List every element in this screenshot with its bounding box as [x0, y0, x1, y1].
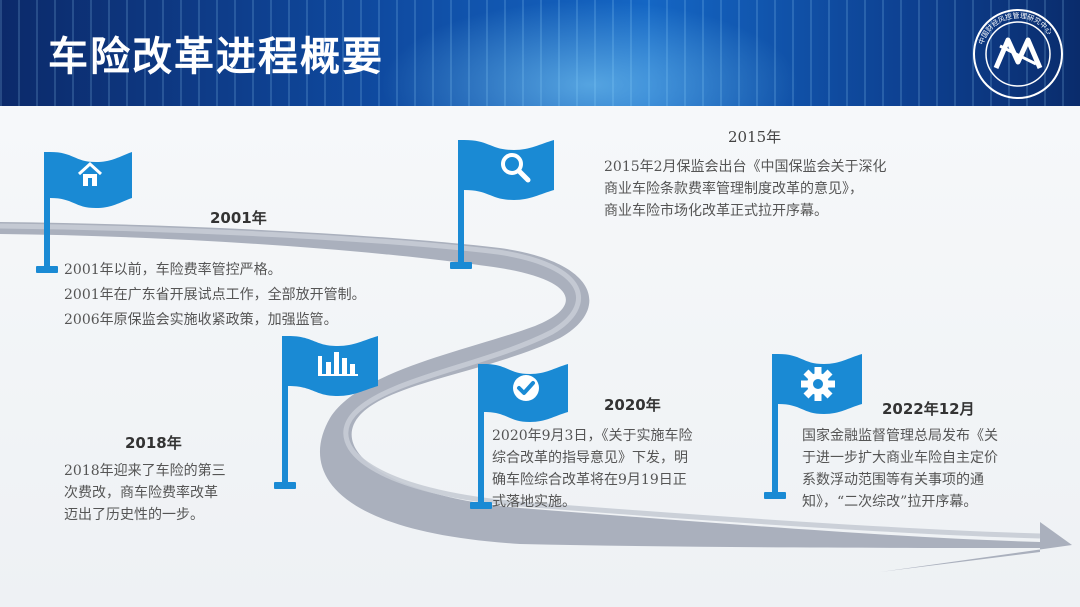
desc-line: 2001年以前，车险费率管控严格。 [64, 262, 282, 278]
logo: 中国财经风控管理研究中心 [973, 9, 1063, 99]
milestone-desc-2020: 2020年9月3日，《关于实施车险 综合改革的指导意见》下发，明 确车险综合改革… [492, 425, 692, 513]
desc-line: 商业车险条款费率管理制度改革的意见》， [604, 181, 863, 197]
milestone-flag-2022 [764, 354, 862, 499]
page-title: 车险改革进程概要 [48, 34, 384, 80]
desc-line: 2001年在广东省开展试点工作，全部放开管制。 [64, 287, 366, 303]
year-label-2015: 2015年 [728, 128, 782, 146]
desc-line: 国家金融监督管理总局发布《关 [802, 428, 998, 444]
milestone-flag-2018 [274, 336, 378, 489]
milestone-flag-2020 [470, 364, 568, 509]
desc-line: 次费改，商车险费率改革 [64, 485, 218, 501]
year-label-2020: 2020年 [604, 396, 661, 414]
bar-chart-icon [318, 352, 358, 376]
desc-line: 于进一步扩大商业车险自主定价 [802, 450, 998, 466]
desc-line: 知》，“二次综改”拉开序幕。 [802, 494, 978, 510]
road-highlight [0, 223, 1041, 539]
desc-line: 2018年迎来了车险的第三 [64, 463, 226, 479]
desc-line: 2015年2月保监会出台《中国保监会关于深化 [604, 159, 887, 175]
banner-glow [380, 0, 800, 106]
desc-line: 式落地实施。 [492, 494, 576, 510]
year-label-2018: 2018年 [125, 434, 182, 452]
milestone-desc-2022: 国家金融监督管理总局发布《关 于进一步扩大商业车险自主定价 系数浮动范围等有关事… [802, 425, 998, 513]
milestone-desc-2018: 2018年迎来了车险的第三 次费改，商车险费率改革 迈出了历史性的一步。 [64, 460, 226, 526]
year-label-2022: 2022年12月 [882, 400, 975, 418]
gear-icon [801, 367, 835, 401]
milestone-flag-2015 [450, 140, 554, 269]
milestone-desc-2015: 2015年2月保监会出台《中国保监会关于深化 商业车险条款费率管理制度改革的意见… [604, 156, 887, 222]
desc-line: 迈出了历史性的一步。 [64, 507, 204, 523]
desc-line: 2020年9月3日，《关于实施车险 [492, 428, 693, 444]
desc-line: 确车险综合改革将在9月19日正 [492, 472, 687, 488]
desc-line: 2006年原保监会实施收紧政策，加强监管。 [64, 312, 338, 328]
header-banner: 车险改革进程概要 中国财经风控管理研究中心 [0, 0, 1080, 106]
home-icon [77, 161, 103, 186]
desc-line: 商业车险市场化改革正式拉开序幕。 [604, 203, 828, 219]
desc-line: 系数浮动范围等有关事项的通 [802, 472, 984, 488]
check-icon [513, 375, 539, 401]
search-icon [501, 153, 531, 183]
milestone-flag-2001 [36, 152, 132, 273]
year-label-2001: 2001年 [210, 209, 267, 227]
desc-line: 综合改革的指导意见》下发，明 [492, 450, 688, 466]
milestone-desc-2001: 2001年以前，车险费率管控严格。 2001年在广东省开展试点工作，全部放开管制… [64, 258, 366, 333]
